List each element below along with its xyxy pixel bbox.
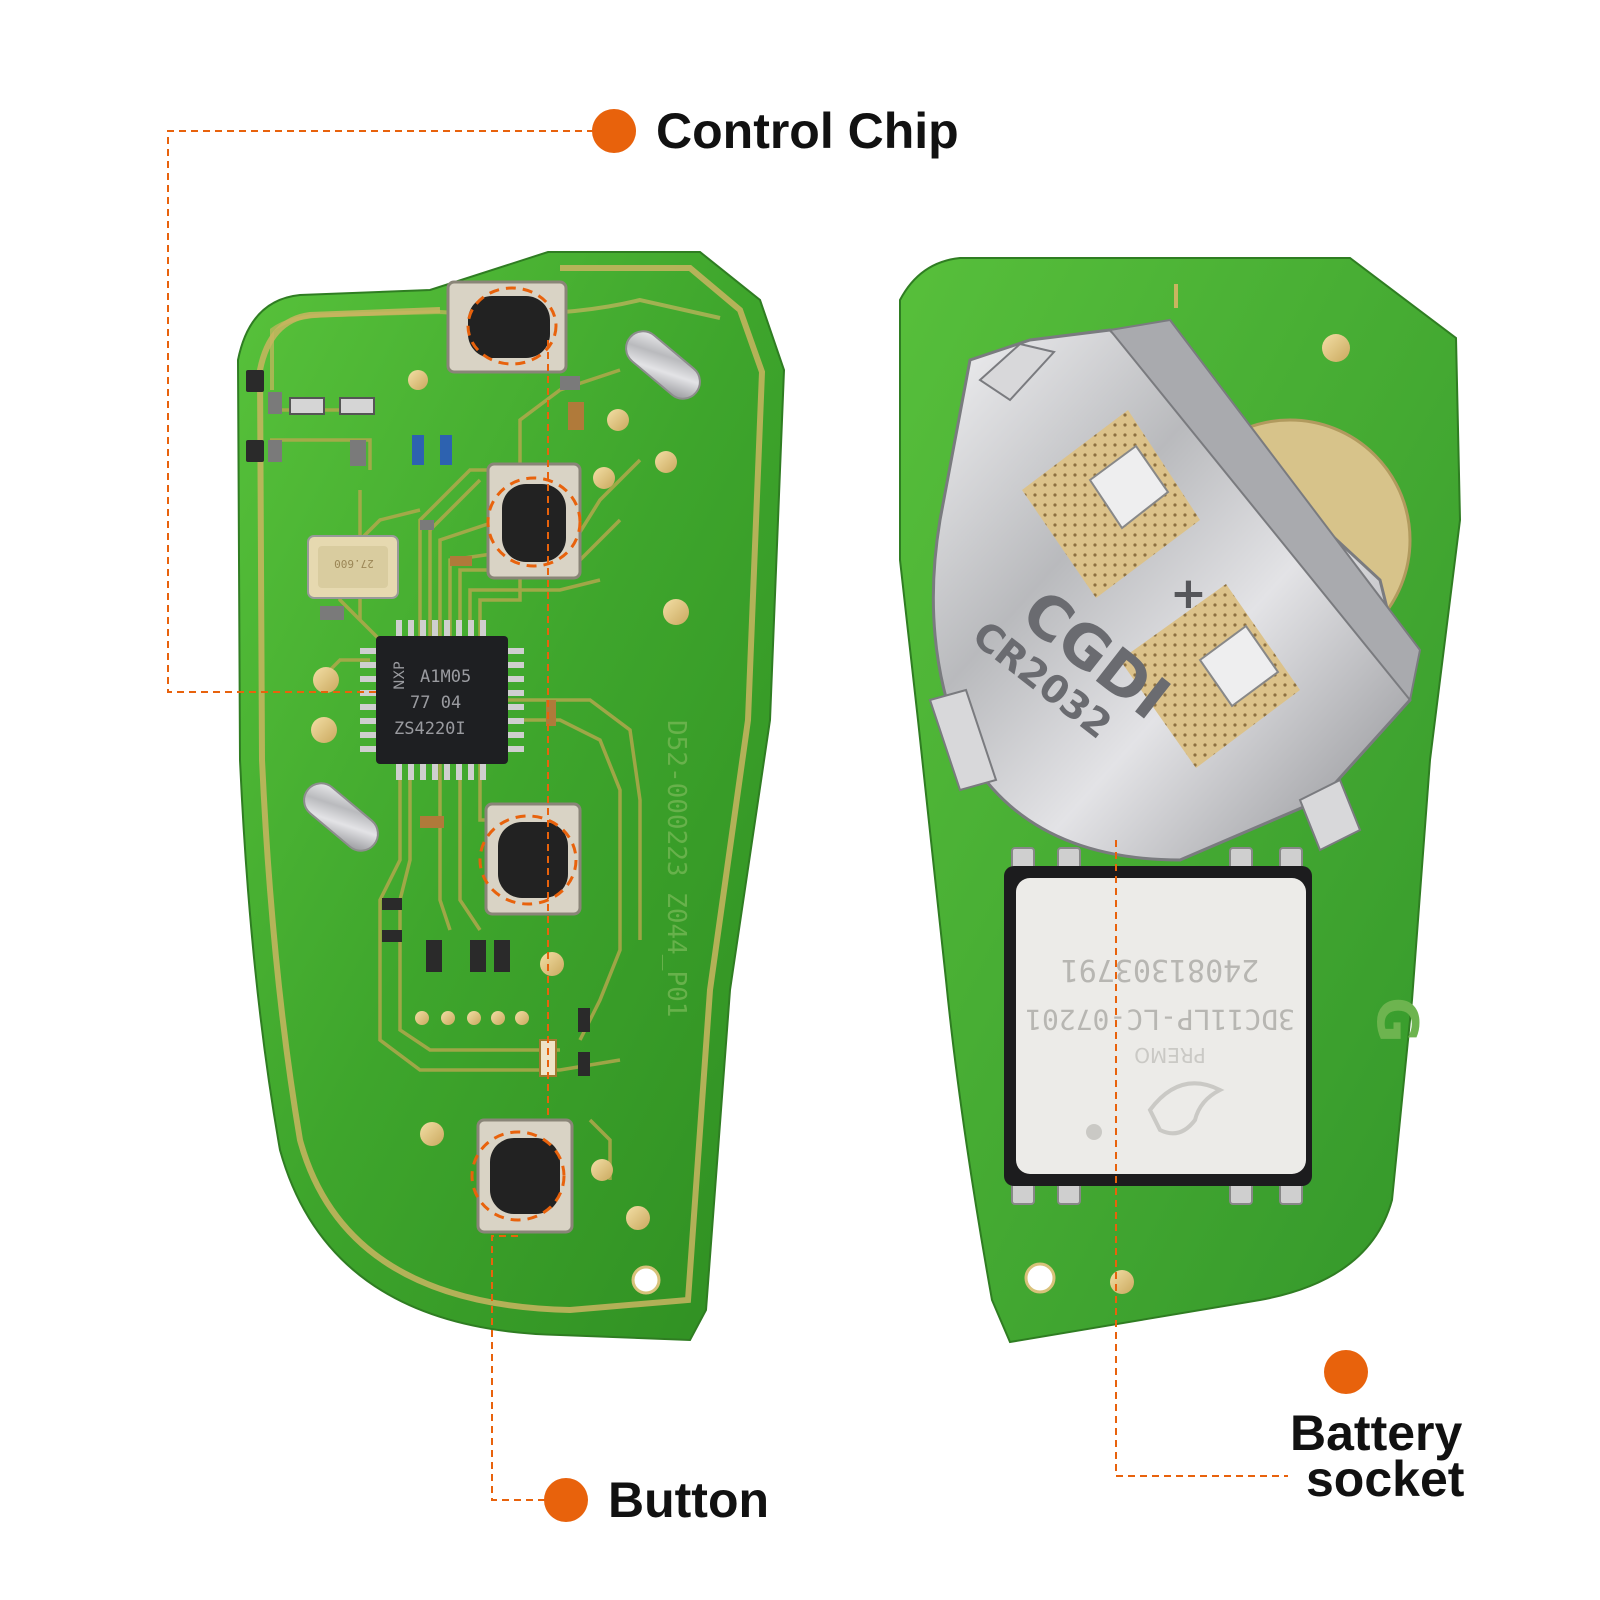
right-board: G + CGDI CR2032 [899,257,1462,1344]
callout-dot-button [544,1478,588,1522]
coil-line-1: 24081303791 [1061,952,1260,987]
control-chip: A1M05 77 04 ZS4220I NXP [360,620,524,780]
battery-polarity: + [1170,568,1207,619]
crystal-oscillator: 27.600 [307,535,399,599]
battery-socket-label-line1: Battery [1290,1405,1463,1461]
control-chip-label: Control Chip [656,103,959,159]
svg-text:G: G [1364,997,1429,1043]
chip-line-3: ZS4220I [394,719,466,739]
tact-button-1 [446,280,568,374]
left-silkscreen: D52-000223 Z044_P01 [661,720,691,1017]
tact-button-3 [478,802,582,916]
chip-line-2: 77 04 [410,693,461,713]
chip-line-1: A1M05 [420,667,471,687]
callout-dot-battery-socket [1324,1350,1368,1394]
callout-leaders [167,130,1288,1501]
left-pads [311,370,689,1230]
coil-line-3: PREMO [1134,1043,1206,1067]
left-board: 27.600 A1M05 [236,251,786,1342]
coil-line-2: 3DC11LP-LC-07201 [1025,1003,1295,1036]
battery-socket-label-line2: socket [1306,1451,1465,1507]
tact-button-4 [470,1118,574,1234]
button-label: Button [608,1472,770,1528]
transponder-coil: 24081303791 3DC11LP-LC-07201 PREMO [1004,847,1312,1205]
svg-text:NXP: NXP [392,661,408,690]
crystal-label: 27.600 [334,557,374,570]
tact-button-2 [486,462,582,580]
left-mount-hole [631,1265,661,1295]
battery-holder: + CGDI CR2032 [928,318,1422,862]
left-smd-parts [246,370,590,1077]
callout-dot-control-chip [592,109,636,153]
